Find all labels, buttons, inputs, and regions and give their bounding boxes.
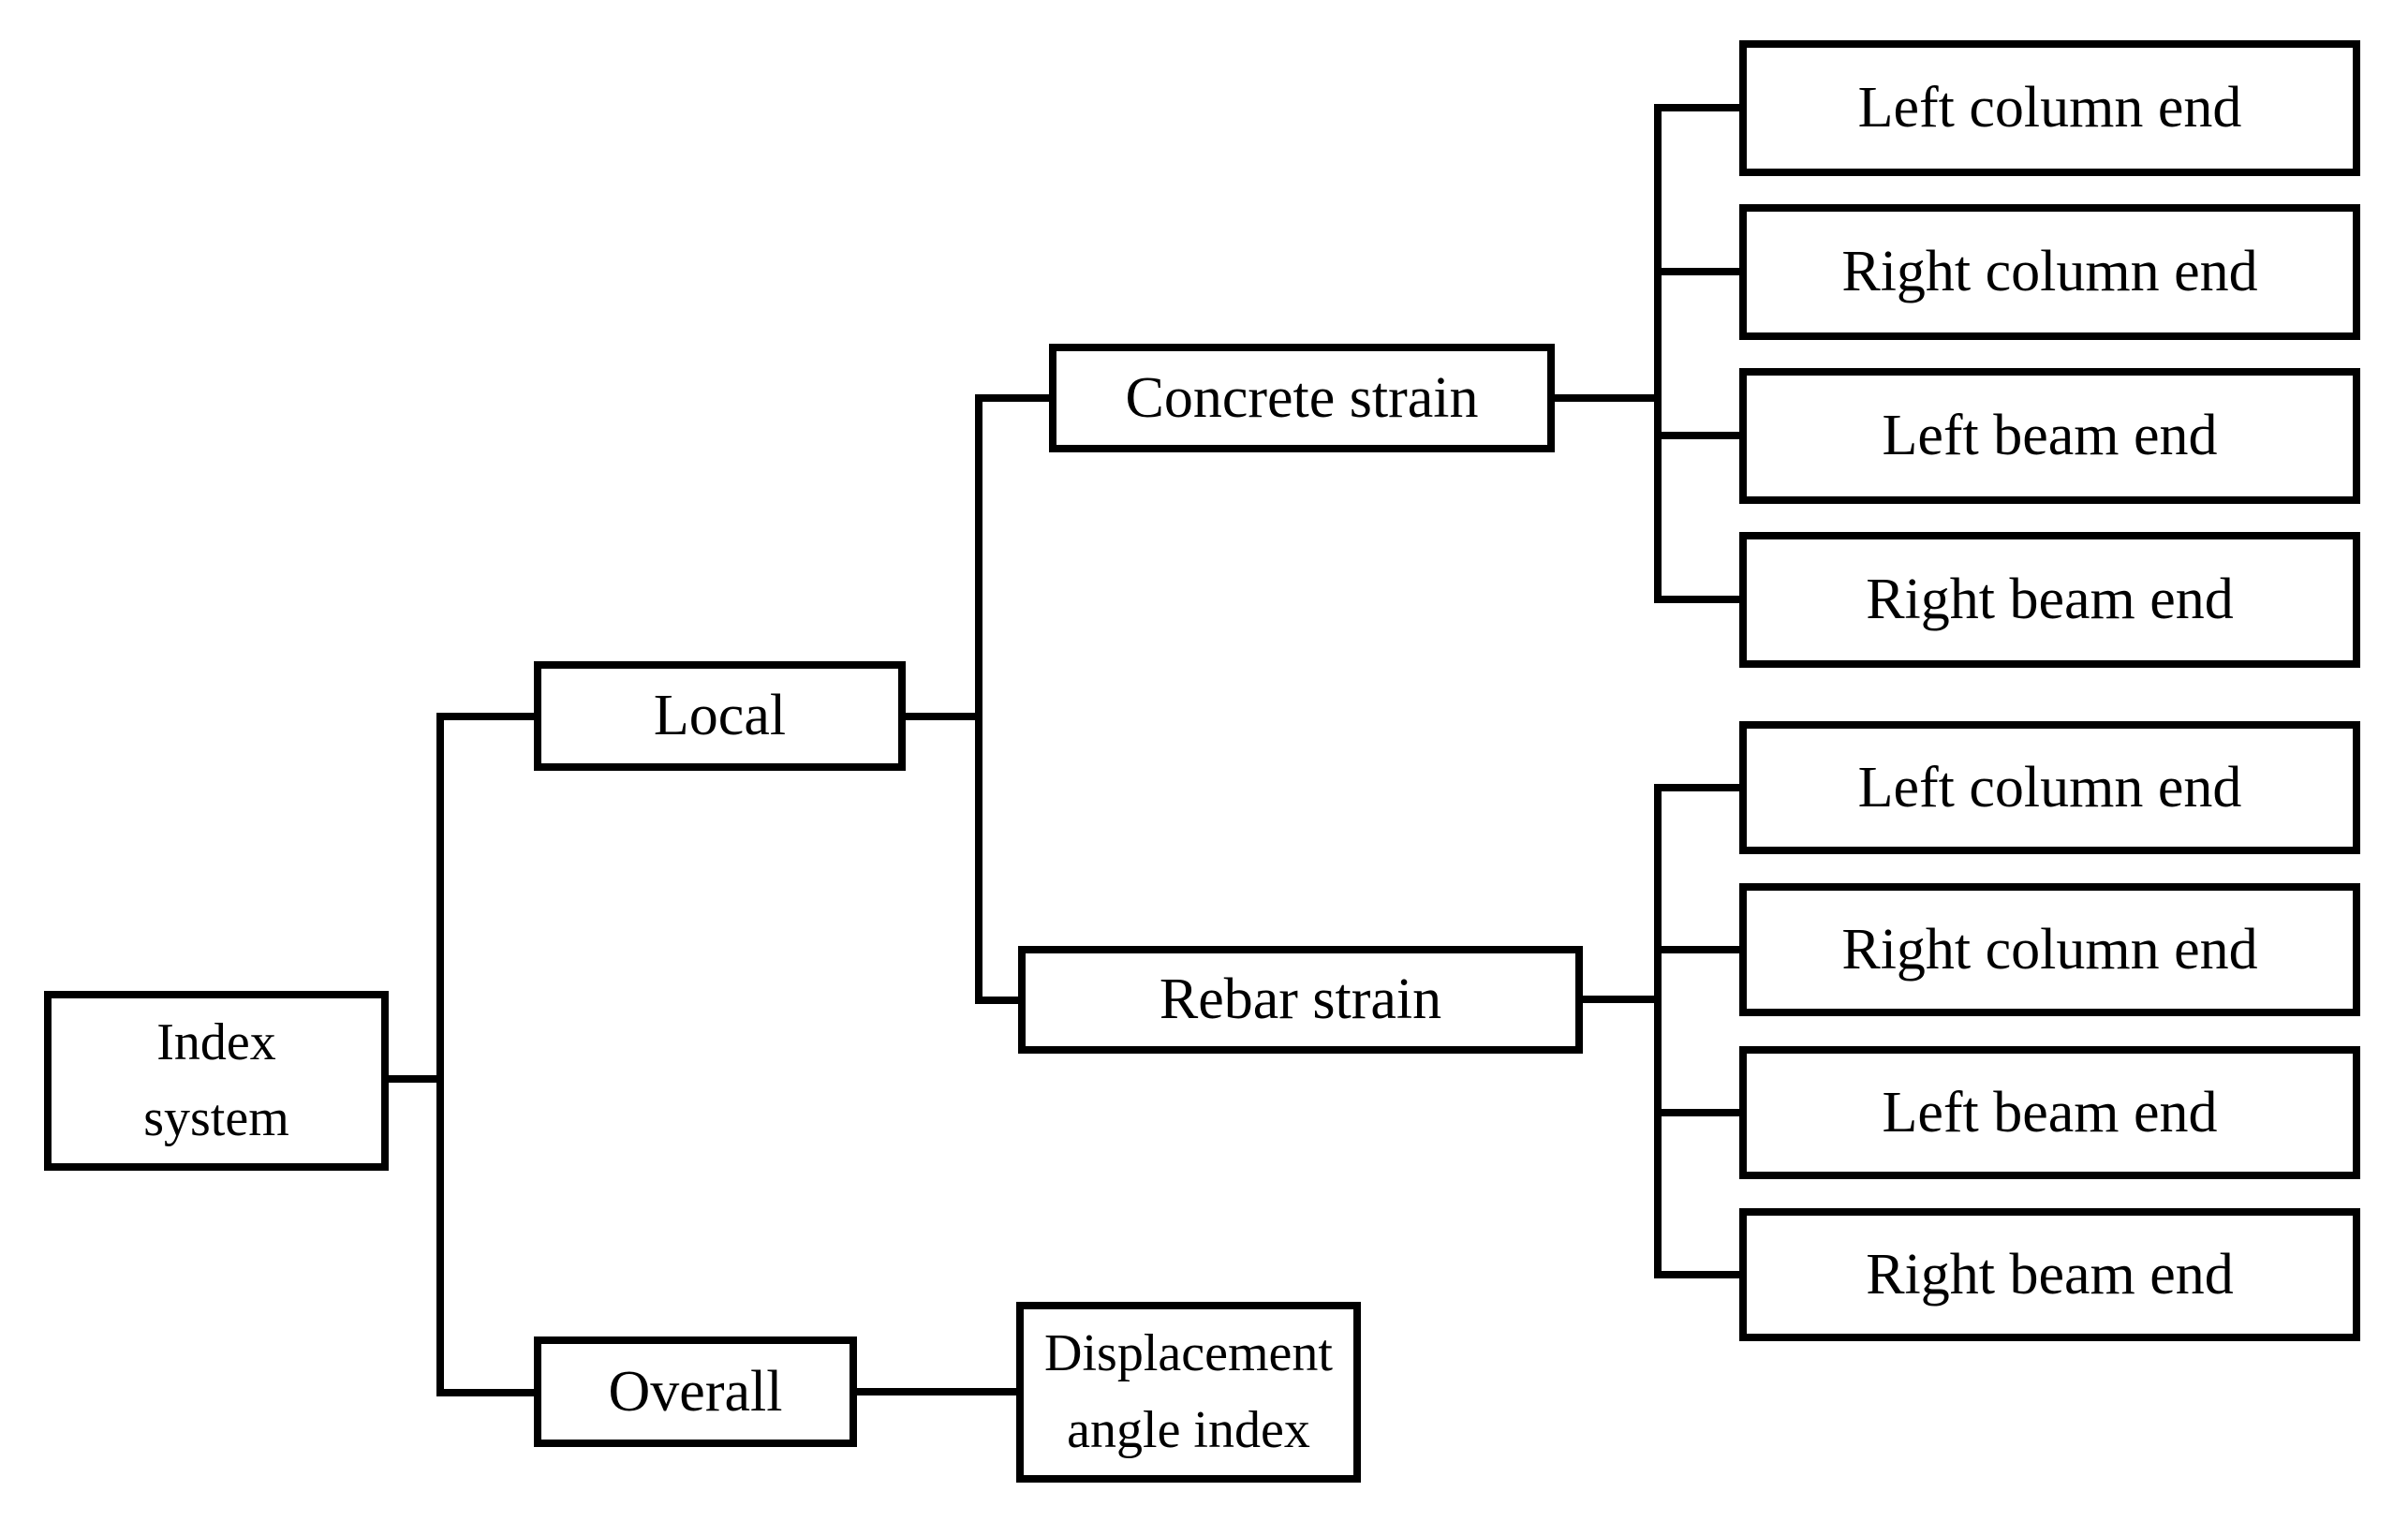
connector-spine-to-local — [436, 713, 538, 720]
node-concrete-right-column-end-label: Right column end — [1841, 240, 2258, 304]
node-displacement-angle-index: Displacement angle index — [1016, 1302, 1361, 1483]
connector-overall-to-displacement — [853, 1388, 1020, 1395]
connector-concrete-right-beam-end — [1654, 596, 1743, 603]
connector-local-to-branch-spine — [902, 713, 982, 720]
connector-spine-to-concrete-strain — [975, 394, 1053, 402]
connector-concrete-right-column-end — [1654, 268, 1743, 275]
node-index-system: Index system — [44, 991, 389, 1171]
node-index-system-label: Index system — [143, 1012, 289, 1147]
node-rebar-right-column-end: Right column end — [1739, 883, 2360, 1016]
node-overall: Overall — [534, 1336, 857, 1447]
node-rebar-right-beam-end: Right beam end — [1739, 1208, 2360, 1341]
node-rebar-strain-label: Rebar strain — [1159, 967, 1442, 1032]
node-local-label: Local — [653, 684, 787, 748]
node-rebar-left-beam-end-label: Left beam end — [1882, 1080, 2218, 1144]
node-concrete-left-beam-end: Left beam end — [1739, 368, 2360, 504]
node-rebar-left-beam-end: Left beam end — [1739, 1046, 2360, 1179]
connector-rebar-to-group-spine — [1579, 996, 1662, 1003]
connector-rebar-left-column-end — [1654, 784, 1743, 791]
connector-index-to-root-spine — [389, 1075, 444, 1083]
rebar-group-spine — [1654, 784, 1662, 1278]
node-concrete-strain: Concrete strain — [1049, 344, 1555, 452]
root-spine — [436, 713, 444, 1396]
concrete-group-spine — [1654, 104, 1662, 603]
node-concrete-right-beam-end: Right beam end — [1739, 532, 2360, 668]
node-rebar-strain: Rebar strain — [1018, 946, 1583, 1054]
node-concrete-left-column-end-label: Left column end — [1857, 76, 2242, 140]
connector-spine-to-rebar-strain — [975, 997, 1022, 1004]
node-rebar-right-beam-end-label: Right beam end — [1866, 1242, 2234, 1307]
local-branch-spine — [975, 394, 982, 1004]
node-concrete-left-beam-end-label: Left beam end — [1882, 404, 2218, 468]
connector-spine-to-overall — [436, 1389, 538, 1396]
node-concrete-strain-label: Concrete strain — [1125, 365, 1479, 430]
connector-concrete-to-group-spine — [1551, 394, 1662, 402]
node-rebar-left-column-end: Left column end — [1739, 721, 2360, 854]
node-concrete-right-column-end: Right column end — [1739, 204, 2360, 340]
node-rebar-left-column-end-label: Left column end — [1857, 755, 2242, 820]
node-concrete-right-beam-end-label: Right beam end — [1866, 568, 2234, 632]
node-rebar-right-column-end-label: Right column end — [1841, 917, 2258, 982]
node-displacement-angle-index-label: Displacement angle index — [1044, 1324, 1333, 1459]
connector-rebar-left-beam-end — [1654, 1109, 1743, 1116]
node-local: Local — [534, 661, 906, 771]
connector-rebar-right-column-end — [1654, 946, 1743, 953]
connector-concrete-left-column-end — [1654, 104, 1743, 111]
connector-concrete-left-beam-end — [1654, 432, 1743, 439]
connector-rebar-right-beam-end — [1654, 1271, 1743, 1278]
node-concrete-left-column-end: Left column end — [1739, 40, 2360, 176]
node-overall-label: Overall — [608, 1359, 783, 1424]
